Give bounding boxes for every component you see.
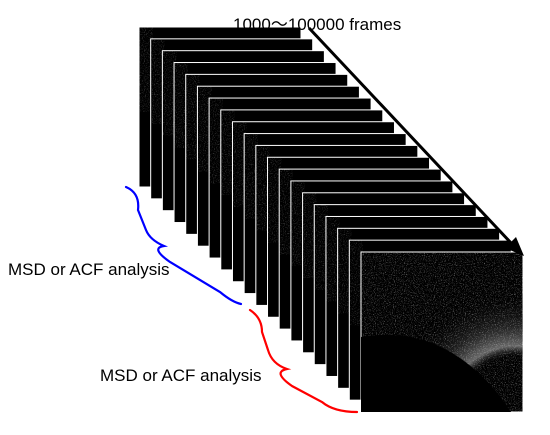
red-analysis-label: MSD or ACF analysis <box>100 366 262 385</box>
blue-analysis-label: MSD or ACF analysis <box>8 260 170 279</box>
time-axis-arrow <box>307 26 524 256</box>
frame-count-label: 1000～100000 frames <box>233 15 402 34</box>
blue-curly-brace <box>124 185 243 306</box>
image-frame <box>360 251 524 413</box>
red-curly-brace <box>248 308 359 414</box>
